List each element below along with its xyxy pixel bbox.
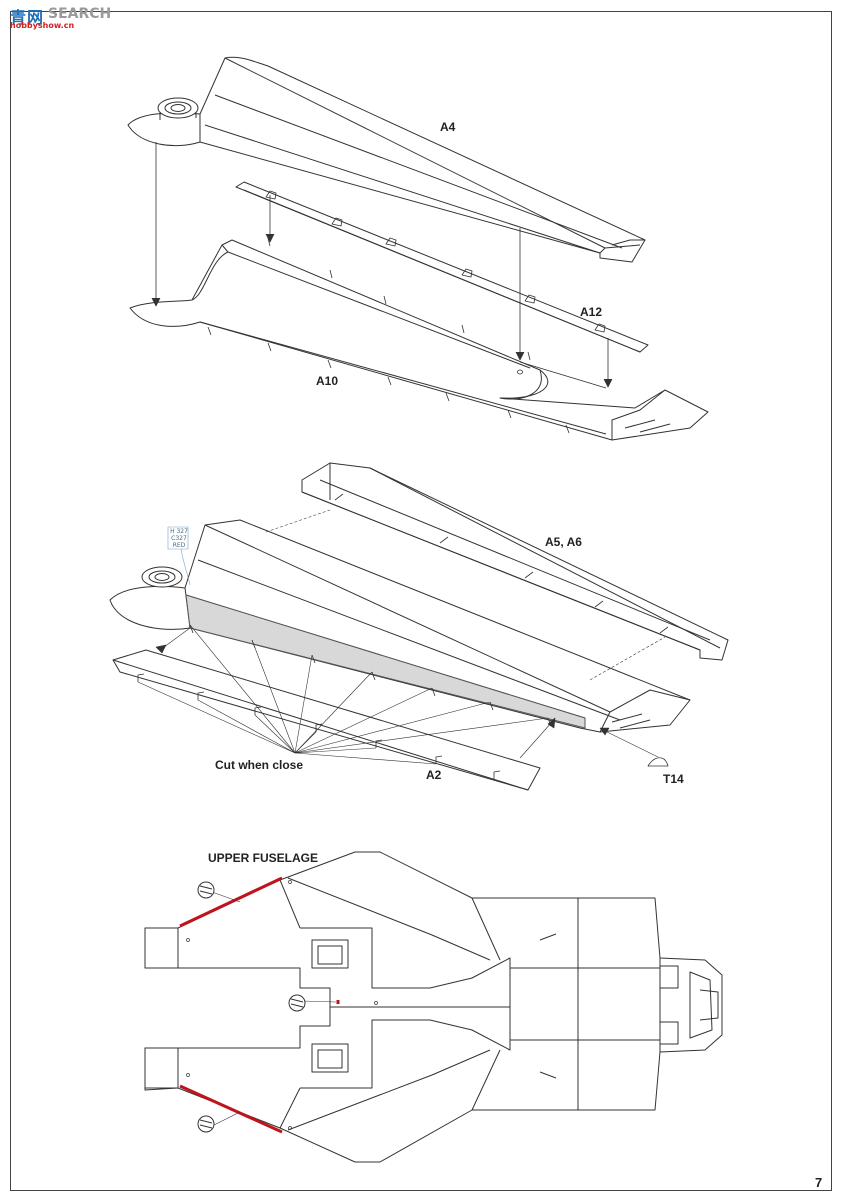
page-number: 7 xyxy=(815,1175,823,1190)
cut-guide-lines xyxy=(137,509,666,765)
glue-symbol-lower xyxy=(197,1115,215,1133)
paint-callout-line-1: H 327 xyxy=(170,528,188,535)
watermark-url: hobbyshow.cn xyxy=(10,21,75,30)
highlight-seam-upper xyxy=(179,876,283,928)
glue-symbol-upper xyxy=(197,881,215,899)
page-border xyxy=(10,11,832,1191)
upper-fuselage-drawing xyxy=(144,851,723,1163)
watermark-search-text: SEARCH xyxy=(48,6,112,22)
part-label-a12: A12 xyxy=(580,305,603,319)
paint-callout-box xyxy=(167,526,189,550)
paint-callout-text: H 327 C327 RED xyxy=(170,528,188,549)
part-label-a10: A10 xyxy=(316,374,339,388)
part-t14 xyxy=(647,757,669,767)
wing-assembly-step-two xyxy=(109,519,691,733)
wing-part-a5-a6 xyxy=(301,462,729,661)
rail-part-a12 xyxy=(235,181,649,353)
watermark-logo: 青网 SEARCH hobbyshow.cn xyxy=(10,4,112,30)
watermark-logo-text: 青网 xyxy=(10,8,45,27)
part-label-t14: T14 xyxy=(663,772,684,786)
part-label-a4: A4 xyxy=(440,120,456,134)
paint-callout-line-3: RED xyxy=(172,542,186,549)
section-title: UPPER FUSELAGE xyxy=(208,851,319,865)
step-one-guide-lines xyxy=(151,142,613,389)
cut-instruction: Cut when close xyxy=(215,758,304,772)
glue-symbol-center xyxy=(288,994,306,1012)
highlight-seam-lower xyxy=(179,1084,283,1134)
wing-part-a10 xyxy=(129,237,709,441)
part-label-a5-a6: A5, A6 xyxy=(545,535,582,549)
part-label-a2: A2 xyxy=(426,768,442,782)
paint-callout-line-2: C327 xyxy=(171,535,187,542)
locator-pin-marker xyxy=(517,369,523,375)
wing-part-a4 xyxy=(127,56,646,263)
